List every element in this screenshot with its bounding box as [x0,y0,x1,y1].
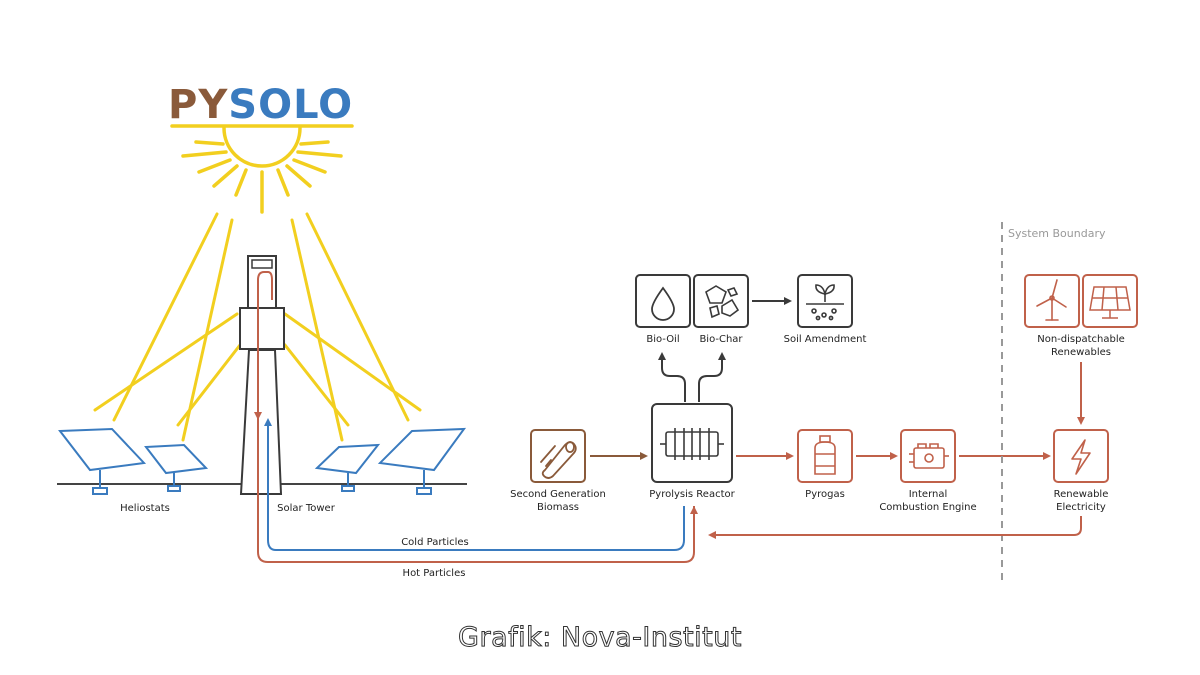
pysolo-logo: PYSOLO [168,82,353,128]
hot-particles-label: Hot Particles [403,568,466,579]
biomass-label-line1: Second Generation [510,489,606,500]
sun-icon [170,124,354,214]
electricity-to-reactor-arrow [708,516,1082,539]
cold-particles-line [264,418,685,551]
heliostat [58,427,147,495]
gas-cylinder-icon [797,429,853,483]
cold-particles-label: Cold Particles [401,537,469,548]
pyrolysis-reactor-label: Pyrolysis Reactor [649,489,735,500]
pyrogas-label: Pyrogas [805,489,845,500]
renewables-label-line1: Non-dispatchable [1037,334,1125,345]
sun-rays [93,212,422,442]
engine-label-line2: Combustion Engine [879,502,976,513]
svg-text:PYSOLO: PYSOLO [168,82,353,128]
heliostats-label: Heliostats [120,503,170,514]
biomass-label-line2: Biomass [537,502,579,513]
lightning-icon [1053,429,1109,483]
bio-char-label: Bio-Char [699,334,743,345]
char-rocks-icon [693,274,749,328]
solar-tower-label: Solar Tower [277,503,336,514]
solar-tower [239,255,285,495]
soil-amendment-label: Soil Amendment [784,334,867,345]
wind-turbine-icon [1024,274,1080,328]
heliostat [144,443,209,492]
hot-particles-line [257,271,695,563]
logo-solo: SOLO [228,82,353,128]
logs-icon [530,429,586,483]
droplet-icon [635,274,691,328]
electricity-label-line2: Electricity [1056,502,1106,513]
heliostat [377,427,467,495]
system-boundary-label: System Boundary [1008,227,1106,240]
image-credit: Grafik: Nova-Institut [458,622,742,654]
solar-panel-icon [1082,274,1138,328]
bio-oil-label: Bio-Oil [646,334,679,345]
engine-label-line1: Internal [909,489,948,500]
reactor-to-bio-oil-arrow [658,352,686,402]
soil-sprout-icon [797,274,853,328]
electricity-label-line1: Renewable [1054,489,1109,500]
heliostat [314,443,381,492]
reactor-to-bio-char-arrow [698,352,726,402]
engine-icon [900,429,956,483]
reactor-icon [651,403,733,483]
renewables-label-line2: Renewables [1051,347,1111,358]
logo-py: PY [168,82,228,128]
